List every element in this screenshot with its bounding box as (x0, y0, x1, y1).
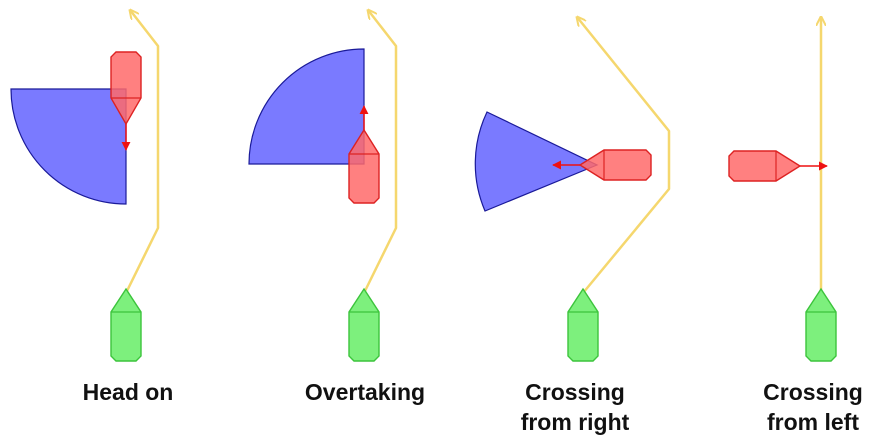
scenario-head-on (10, 10, 160, 362)
red-boat-icon (348, 128, 380, 204)
own-path-head-on (124, 10, 160, 294)
red-boat-icon (578, 149, 652, 181)
red-boat-icon (728, 150, 802, 182)
caption-crossing-from-right-line2: from right (520, 409, 630, 435)
red-boat-icon (110, 51, 142, 126)
blue-sector-shape (474, 111, 599, 212)
caption-head-on: Head on (82, 379, 174, 405)
green-boat-icon (110, 287, 142, 362)
green-boat-icon (567, 287, 599, 362)
caption-crossing-from-left-line1: Crossing (763, 379, 863, 405)
caption-crossing-from-right: Crossing from right (490, 379, 660, 435)
caption-crossing-from-right-line1: Crossing (525, 379, 625, 405)
scenario-crossing-from-left (728, 17, 837, 362)
caption-overtaking: Overtaking (304, 379, 426, 405)
blue-sector-shape (248, 48, 365, 165)
green-boat-icon (805, 287, 837, 362)
caption-crossing-from-left: Crossing from left (728, 379, 879, 435)
own-path-overtaking (362, 10, 398, 294)
own-path-crossing-right (577, 17, 671, 294)
scenario-overtaking (248, 10, 398, 362)
caption-crossing-from-left-line2: from left (767, 409, 859, 435)
green-boat-icon (348, 287, 380, 362)
scenario-crossing-from-right (474, 17, 671, 362)
blue-sector-shape (10, 88, 127, 205)
